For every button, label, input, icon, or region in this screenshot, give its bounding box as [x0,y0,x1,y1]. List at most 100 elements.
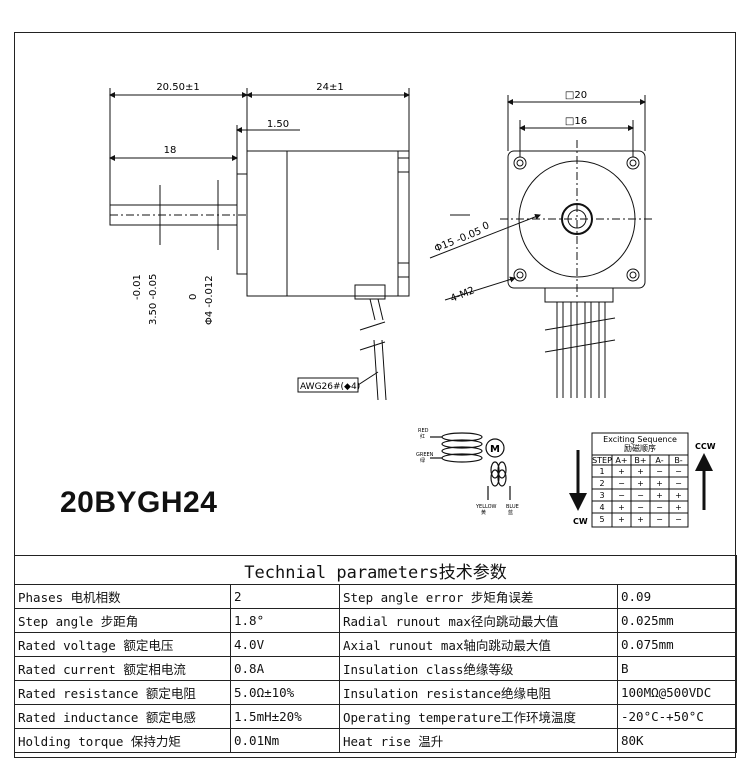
sequence-cell: − [637,491,644,500]
param-label: Step angle 步距角 [14,608,231,633]
param-label: Insulation class绝缘等级 [339,656,618,681]
sequence-title-cn: 励磁顺序 [624,443,656,453]
sequence-cell: − [656,503,663,512]
flange [236,173,248,275]
wire-green-label: GREEN [416,452,434,458]
param-value: 1.5mH±20% [230,704,340,729]
sequence-header: B+ [634,456,646,465]
dim-pilot-tol-bottom: Φ4 -0.012 [204,275,215,325]
sequence-cell: 2 [599,479,604,488]
drawing-frame [14,32,736,758]
side-view [109,88,470,401]
sequence-cell: − [675,467,682,476]
motor-symbol-circle [485,438,505,458]
param-label: Step angle error 步矩角误差 [339,584,618,609]
param-value: 0.09 [616,584,738,609]
sequence-cell: + [656,491,663,500]
sequence-cell: + [675,491,682,500]
sequence-cell: + [618,515,625,524]
param-value: 4.0V [230,632,340,657]
sequence-header: B- [674,456,682,465]
sequence-cell: 4 [599,503,604,512]
wire-spec: AWG26#(◆4) [300,382,360,392]
param-value: -20°C-+50°C [616,704,738,729]
param-label: Radial runout max径向跳动最大值 [339,608,618,633]
model-name: 20BYGH24 [60,486,218,519]
dim-flange-thickness: 1.50 [267,119,289,130]
sequence-cell: − [675,515,682,524]
dim-shaft-tol-top: -0.01 [132,274,143,300]
param-value: 80K [616,728,738,753]
param-value: 1.8° [230,608,340,633]
sequence-cell: + [618,467,625,476]
technical-drawing: 20.50±1 24±1 1.50 18 -0.01 3.50 -0.05 0 … [109,82,716,528]
ccw-label: CCW [695,442,716,451]
front-view [429,95,655,398]
wire-red-label: RED [418,428,429,434]
parameters-title: Technial parameters技术参数 [13,555,738,585]
param-label: Rated voltage 额定电压 [14,632,231,657]
sequence-cell: − [618,491,625,500]
motor-body [246,150,410,297]
sequence-cell: + [637,467,644,476]
sequence-cell: − [675,479,682,488]
wire-blue-cn: 蓝 [508,509,513,516]
param-label: Axial runout max轴向跳动最大值 [339,632,618,657]
sequence-cell: − [656,515,663,524]
sequence-cell: − [656,467,663,476]
dim-square-inner: □16 [565,116,587,127]
sequence-header: A+ [615,456,627,465]
cw-label: CW [573,517,588,526]
param-label: Phases 电机相数 [14,584,231,609]
param-label: Holding torque 保持力矩 [14,728,231,753]
param-label: Operating temperature工作环境温度 [339,704,618,729]
sequence-header: STEP [592,456,612,465]
dim-shaft-extension: 18 [164,145,177,156]
dim-body-length: 20.50±1 [156,82,199,93]
param-value: 5.0Ω±10% [230,680,340,705]
param-label: Rated resistance 额定电阻 [14,680,231,705]
sequence-cell: − [618,479,625,488]
dim-pilot-tol-top: 0 [188,294,199,300]
sequence-cell: + [656,479,663,488]
dim-screws: 4-M2 [449,285,476,305]
param-label: Rated inductance 额定电感 [14,704,231,729]
param-value: 0.01Nm [230,728,340,753]
wire-yellow-label: YELLOW [475,504,497,510]
param-label: Rated current 额定相电流 [14,656,231,681]
param-value: 100MΩ@500VDC [616,680,738,705]
sequence-cell: + [637,515,644,524]
param-value: 0.8A [230,656,340,681]
param-value: B [616,656,738,681]
wire-green-cn: 绿 [420,457,425,464]
param-label: Insulation resistance绝缘电阻 [339,680,618,705]
dim-shaft-tol-bottom: 3.50 -0.05 [148,274,159,325]
sequence-cell: + [675,503,682,512]
sequence-header: A- [655,456,663,465]
coil-diagram [430,432,511,500]
sequence-title: Exciting Sequence [603,435,677,444]
motor-symbol-label: M [490,444,500,455]
param-value: 0.075mm [616,632,738,657]
param-value: 0.025mm [616,608,738,633]
dim-shaft-length: 24±1 [316,82,343,93]
dim-boss-tol-top: 0 [481,220,491,233]
sequence-cell: + [618,503,625,512]
sequence-table [569,432,713,528]
sequence-cell: 3 [599,491,604,500]
sequence-cell: 5 [599,515,604,524]
param-label: Heat rise 温升 [339,728,618,753]
param-value: 2 [230,584,340,609]
wire-red-cn: 红 [420,433,425,440]
wire-blue-label: BLUE [506,504,519,510]
sequence-cell: − [637,503,644,512]
wire-yellow-cn: 黄 [481,509,486,516]
